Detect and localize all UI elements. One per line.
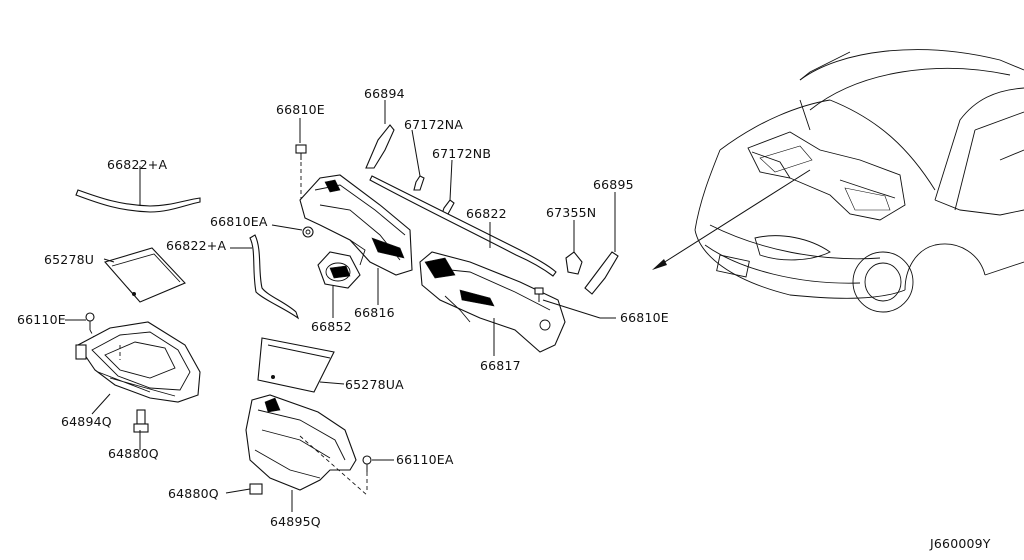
label-64894Q: 64894Q: [61, 414, 112, 429]
part-64880Q-clip-left: [133, 409, 149, 433]
diagram-code: J660009Y: [929, 536, 991, 551]
label-66852: 66852: [311, 319, 352, 334]
part-66810EA: [302, 226, 314, 238]
part-66822A-mid-strip: [249, 234, 300, 320]
pointer-arrow: [652, 169, 811, 270]
label-66817: 66817: [480, 358, 521, 373]
label-67172NA: 67172NA: [404, 117, 463, 132]
vehicle-outline: [694, 49, 1024, 313]
label-67355N: 67355N: [546, 205, 596, 220]
label-64880Q-left: 64880Q: [108, 446, 159, 461]
part-66895: [584, 251, 619, 295]
part-67172NA: [413, 175, 425, 191]
label-66822: 66822: [466, 206, 507, 221]
label-66110EA: 66110EA: [396, 452, 454, 467]
part-67355N: [565, 251, 583, 275]
part-66894-seal: [365, 124, 395, 169]
label-66110E: 66110E: [17, 312, 66, 327]
label-66810E-right: 66810E: [620, 310, 669, 325]
label-66822A-top: 66822+A: [107, 157, 167, 172]
label-65278UA: 65278UA: [345, 377, 404, 392]
part-66816-cowl-left: [299, 174, 413, 276]
part-66822-strip: [369, 175, 557, 277]
label-66894: 66894: [364, 86, 405, 101]
part-66810E-bolt: [295, 144, 307, 160]
part-66110EA-clip: [362, 455, 372, 472]
part-66817-cowl-right: [419, 251, 566, 353]
label-64895Q: 64895Q: [270, 514, 321, 529]
part-64895Q-duct: [245, 394, 357, 491]
part-66810E-bolt-right: [534, 287, 544, 302]
part-66110E-clip: [85, 312, 95, 330]
part-66822A-strip: [75, 189, 201, 213]
label-66816: 66816: [354, 305, 395, 320]
label-65278U: 65278U: [44, 252, 94, 267]
part-64880Q-clip-bottom: [249, 483, 263, 495]
label-67172NB: 67172NB: [432, 146, 491, 161]
label-64880Q-bottom: 64880Q: [168, 486, 219, 501]
label-66810EA: 66810EA: [210, 214, 268, 229]
part-64894Q-duct: [75, 321, 201, 403]
label-66895: 66895: [593, 177, 634, 192]
part-66852-motor: [317, 251, 361, 289]
label-66810E-top: 66810E: [276, 102, 325, 117]
label-66822A-mid: 66822+A: [166, 238, 226, 253]
part-65278UA: [257, 337, 335, 393]
part-65278U: [104, 247, 186, 303]
